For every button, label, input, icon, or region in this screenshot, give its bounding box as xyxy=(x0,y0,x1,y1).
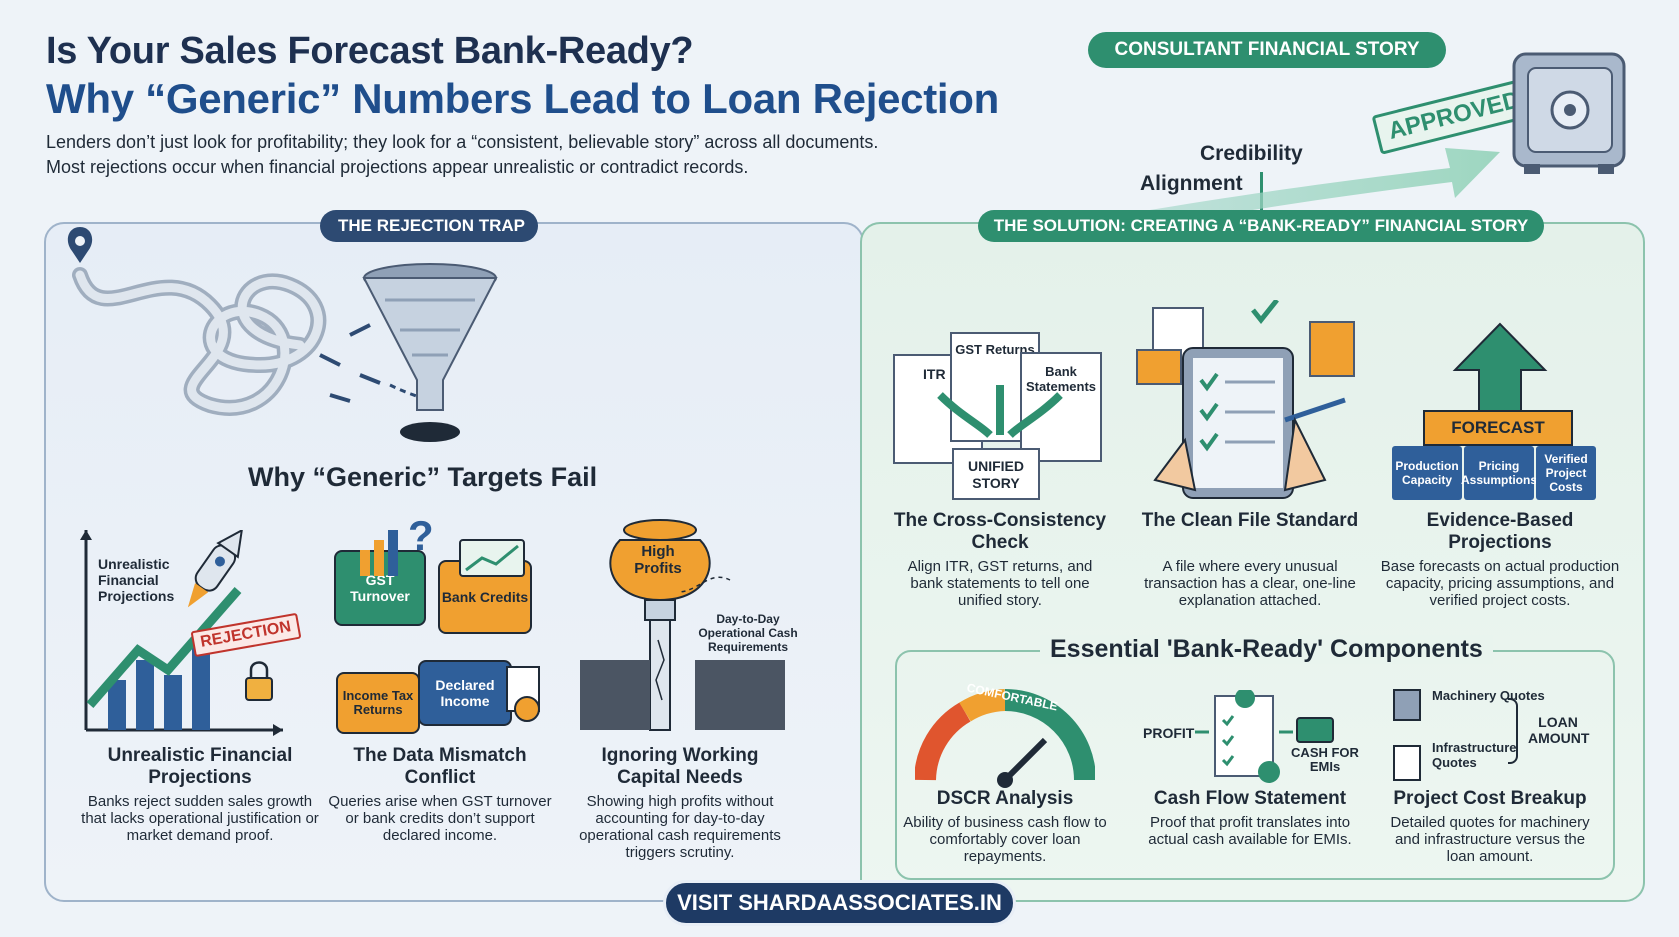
card-cashflow-title: Cash Flow Statement xyxy=(1153,788,1347,809)
intro-line-2: Most rejections occur when financial pro… xyxy=(46,157,749,177)
alignment-label: Alignment xyxy=(1140,172,1243,195)
card-cross-consistency-desc: Align ITR, GST returns, and bank stateme… xyxy=(907,558,1093,609)
card-evidence-title: Evidence-Based Projections xyxy=(1426,510,1574,553)
rising-chart-icon xyxy=(80,530,283,736)
card-clean-file-desc: A file where every unusual transaction h… xyxy=(1144,558,1356,609)
unified-story-doc: UNIFIED STORY xyxy=(952,448,1040,500)
machinery-icon xyxy=(1393,689,1421,781)
forecast-block: FORECAST xyxy=(1423,410,1573,446)
tangled-path-icon xyxy=(67,227,441,416)
visit-website-button[interactable]: VISIT SHARDAASSOCIATES.IN xyxy=(663,880,1016,926)
cash-flow-icon xyxy=(1195,690,1334,783)
intro-line-1: Lenders don’t just look for profitabilit… xyxy=(46,132,879,152)
verified-costs-block: Verified Project Costs xyxy=(1536,446,1596,500)
doc-bank-statements: Bank Statements xyxy=(1020,352,1102,462)
card-project-cost-desc: Detailed quotes for machinery and infras… xyxy=(1390,814,1590,865)
page-title: Is Your Sales Forecast Bank-Ready? xyxy=(46,30,694,72)
consultant-badge: CONSULTANT FINANCIAL STORY xyxy=(1088,32,1446,68)
up-arrow-icon xyxy=(1452,322,1548,413)
card-unrealistic-desc: Banks reject sudden sales growth that la… xyxy=(81,793,319,844)
alignment-line xyxy=(1260,172,1263,212)
card-clean-file-title: The Clean File Standard xyxy=(1141,510,1359,531)
cash-for-emis-label: CASH FOR EMIs xyxy=(1291,745,1359,774)
question-chart-icon: ? xyxy=(360,512,525,577)
clean-file-tablet-icon xyxy=(1136,300,1355,499)
pricing-assumptions-block: Pricing Assumptions xyxy=(1461,446,1537,500)
card-mismatch-desc: Queries arise when GST turnover or bank … xyxy=(328,793,552,844)
svg-text:?: ? xyxy=(408,512,434,559)
merge-arrows-icon xyxy=(937,385,1063,438)
solution-pill: THE SOLUTION: CREATING A “BANK-READY” FI… xyxy=(978,210,1544,242)
puzzle-income-tax: Income Tax Returns xyxy=(336,672,420,734)
card-working-capital-title: Ignoring Working Capital Needs xyxy=(601,745,759,788)
card-mismatch-title: The Data Mismatch Conflict xyxy=(353,745,527,788)
machinery-quotes: Machinery Quotes xyxy=(1432,688,1545,703)
card-dscr-title: DSCR Analysis xyxy=(936,788,1074,809)
high-profits-pot-icon xyxy=(580,519,785,731)
profit-label: PROFIT xyxy=(1143,725,1195,741)
card-cashflow-desc: Proof that profit translates into actual… xyxy=(1148,814,1352,848)
high-profits-label: High Profits xyxy=(634,543,682,577)
generic-targets-heading: Why “Generic” Targets Fail xyxy=(248,462,598,492)
coin-icon xyxy=(506,666,540,722)
dscr-gauge-icon xyxy=(915,689,1095,788)
brace-line xyxy=(1508,698,1518,764)
rejection-trap-pill: THE REJECTION TRAP xyxy=(320,210,538,242)
essential-heading: Essential 'Bank-Ready' Components xyxy=(1040,635,1493,664)
card-dscr-desc: Ability of business cash flow to comfort… xyxy=(903,814,1107,865)
card-cross-consistency-title: The Cross-Consistency Check xyxy=(893,510,1107,553)
card-working-capital-desc: Showing high profits without accounting … xyxy=(579,793,781,861)
funnel-icon xyxy=(362,263,498,442)
card-project-cost-title: Project Cost Breakup xyxy=(1393,788,1587,809)
card-evidence-desc: Base forecasts on actual production capa… xyxy=(1380,558,1620,609)
loan-amount-label: LOAN AMOUNT xyxy=(1528,714,1590,746)
doc-gst: GST Returns xyxy=(950,332,1040,442)
unrealistic-chart-label: Unrealistic Financial Projections xyxy=(98,556,175,604)
safe-icon xyxy=(1512,52,1626,174)
page-subtitle-title: Why “Generic” Numbers Lead to Loan Rejec… xyxy=(46,75,999,122)
production-capacity-block: Production Capacity xyxy=(1392,446,1462,500)
credibility-label: Credibility xyxy=(1200,142,1303,165)
puzzle-declared-income: Declared Income xyxy=(418,660,512,726)
card-unrealistic-title: Unrealistic Financial Projections xyxy=(107,745,293,788)
infrastructure-quotes: Infrastructure Quotes xyxy=(1432,740,1517,770)
cash-requirements-label: Day-to-Day Operational Cash Requirements xyxy=(698,612,798,654)
